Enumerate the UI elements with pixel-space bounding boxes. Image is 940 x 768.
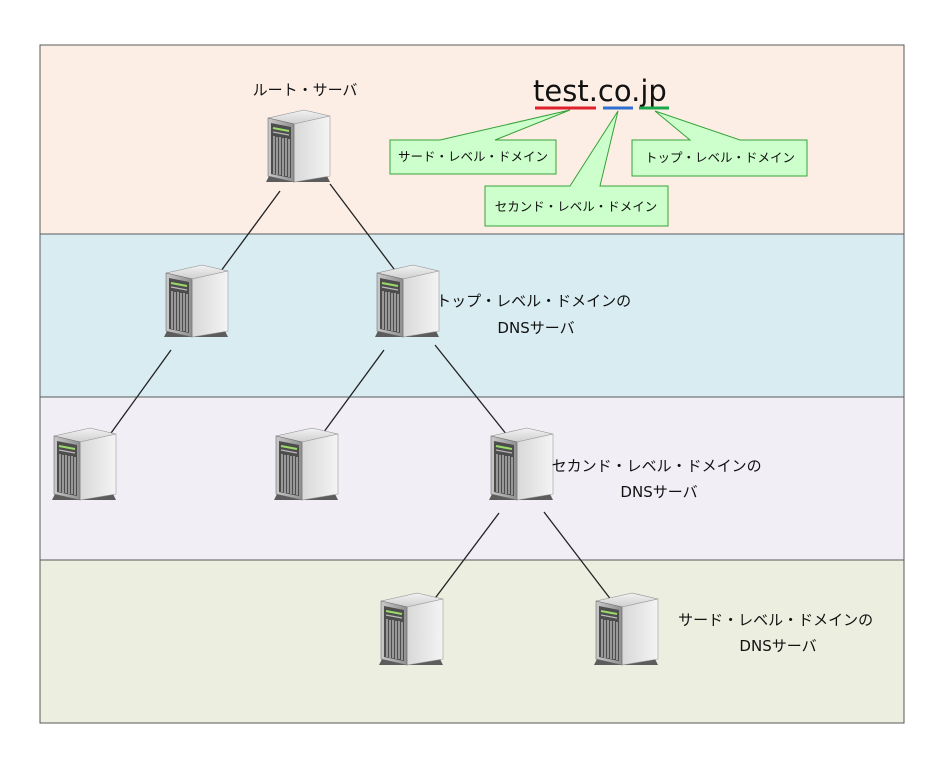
domain-dot: . — [589, 74, 598, 108]
link-tld2-sld3 — [434, 344, 512, 441]
tld-server-label-line2: DNSサーバ — [497, 319, 574, 337]
domain-dot: . — [631, 74, 640, 108]
server-tower-icon — [265, 109, 331, 183]
callout-top-level: トップ・レベル・ドメイン — [631, 110, 808, 177]
callout-second-level-text: セカンド・レベル・ドメイン — [495, 199, 658, 214]
domain-name: test.co.jp — [533, 74, 667, 108]
server-tower-icon — [378, 592, 444, 666]
link-sld3-third2 — [543, 511, 616, 606]
third-server-label: サード・レベル・ドメインの DNSサーバ — [678, 611, 878, 655]
server-tower-icon — [273, 427, 339, 501]
link-tld1-sld1 — [105, 349, 172, 441]
domain-part-second: co — [598, 74, 631, 108]
callout-third-level: サード・レベル・ドメイン — [389, 109, 571, 175]
sld-server-label: セカンド・レベル・ドメインの DNSサーバ — [552, 457, 767, 501]
server-tower-icon — [488, 427, 554, 501]
tld-server-label-line1: トップ・レベル・ドメインの — [436, 292, 631, 310]
domain-part-top: jp — [639, 74, 666, 108]
sld-server-label-line1: セカンド・レベル・ドメインの — [552, 457, 762, 475]
domain-part-third: test — [533, 74, 589, 108]
server-tower-icon — [163, 264, 229, 338]
root-server-label: ルート・サーバ — [253, 81, 358, 99]
hierarchy-links — [105, 183, 616, 606]
server-tower-icon — [51, 427, 117, 501]
server-tower-icon — [374, 264, 440, 338]
callout-top-level-text: トップ・レベル・ドメイン — [645, 150, 795, 165]
third-layer-band — [39, 559, 905, 724]
third-server-label-line2: DNSサーバ — [739, 637, 816, 655]
link-root-tld2 — [329, 183, 398, 274]
callout-third-level-text: サード・レベル・ドメイン — [398, 149, 548, 164]
sld-server-label-line2: DNSサーバ — [620, 483, 697, 501]
tld-server-label: トップ・レベル・ドメインの DNSサーバ — [436, 292, 636, 337]
link-root-tld1 — [217, 190, 281, 276]
link-sld3-third1 — [429, 512, 500, 606]
third-server-label-line1: サード・レベル・ドメインの — [678, 611, 873, 629]
link-tld2-sld2 — [317, 349, 385, 441]
sld-layer-band — [39, 396, 905, 561]
server-tower-icon — [593, 592, 659, 666]
callout-second-level: セカンド・レベル・ドメイン — [484, 110, 669, 227]
